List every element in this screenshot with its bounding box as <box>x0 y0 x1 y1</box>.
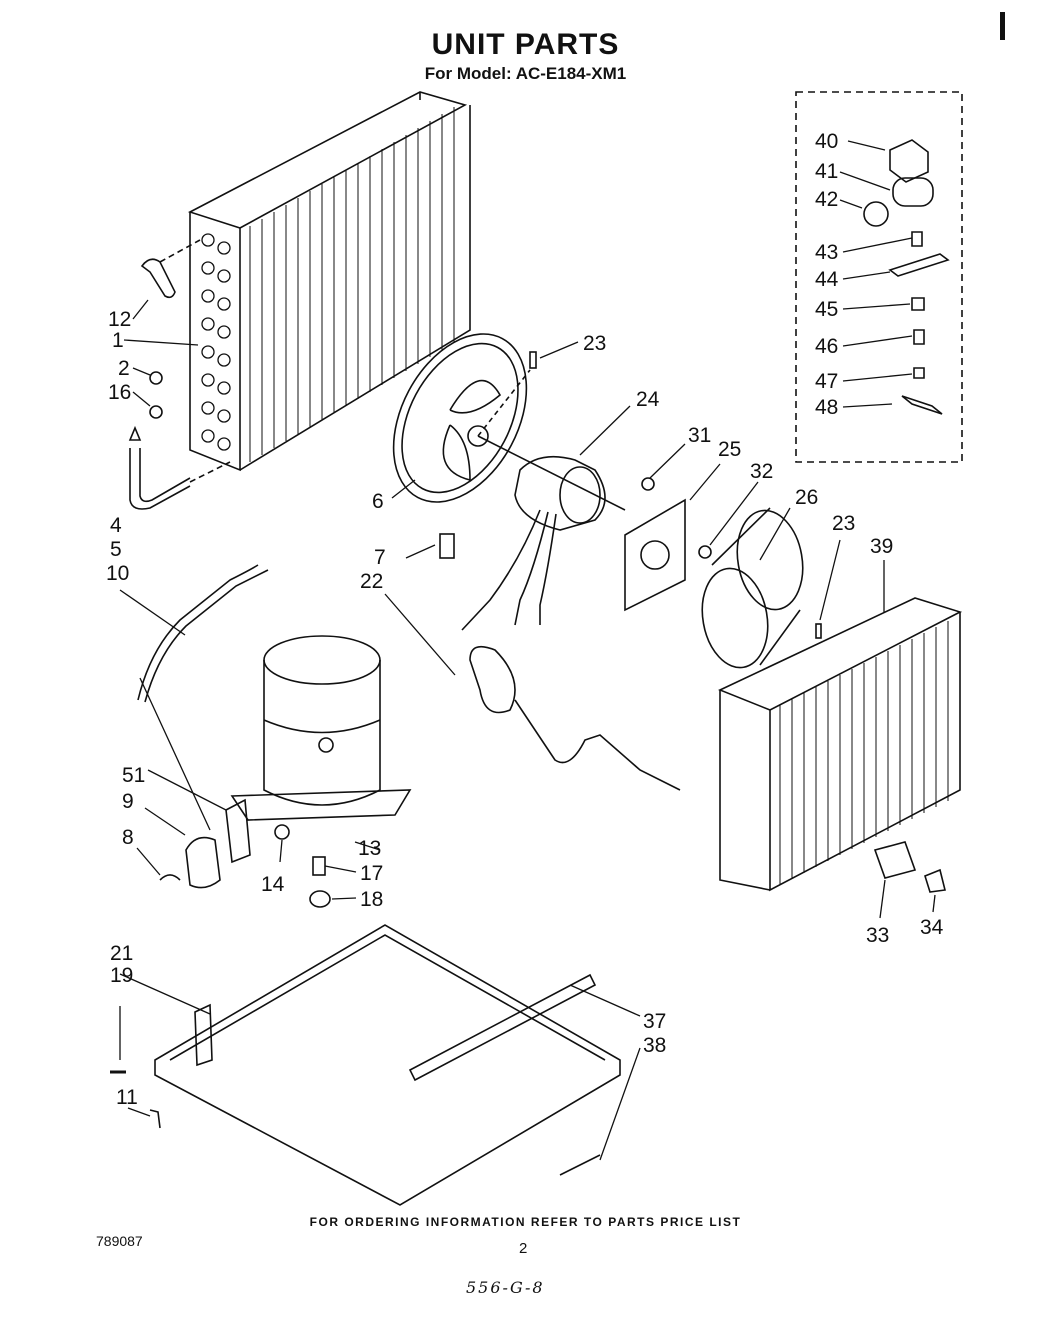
callout-9: 9 <box>122 790 134 813</box>
callout-17: 17 <box>360 862 383 885</box>
callout-7: 7 <box>374 546 386 569</box>
callout-6: 6 <box>372 490 384 513</box>
part-51-bracket <box>225 798 251 864</box>
part-12-tube <box>140 258 176 299</box>
callout-2: 2 <box>118 357 130 380</box>
part-23-set-screw <box>529 351 537 369</box>
part-16-clamp <box>149 405 163 419</box>
callout-39: 39 <box>870 535 893 558</box>
callout-37: 37 <box>643 1010 666 1033</box>
callout-18: 18 <box>360 888 383 911</box>
callout-22: 22 <box>360 570 383 593</box>
callout-43: 43 <box>815 241 838 264</box>
part-25-motor-mount <box>624 498 686 612</box>
part-14-nut <box>274 824 290 840</box>
callout-21: 21 <box>110 942 133 965</box>
part-9-terminal-cover <box>185 836 221 889</box>
callout-44: 44 <box>815 268 839 291</box>
part-43-screw <box>911 231 923 247</box>
callout-41: 41 <box>815 160 838 183</box>
motor-leads <box>461 509 541 631</box>
part-33-fastener <box>873 841 917 879</box>
callout-32: 32 <box>750 460 773 483</box>
part-4-valve <box>128 425 142 441</box>
part-42-cap <box>863 201 889 227</box>
part-40-clip <box>889 139 929 183</box>
part-22-tubing <box>469 645 516 714</box>
callout-25: 25 <box>718 438 741 461</box>
callout-33: 33 <box>866 924 889 947</box>
part-11-clip <box>149 1109 161 1129</box>
callout-48: 48 <box>815 396 838 419</box>
part-10-wire-harness <box>137 564 259 701</box>
callout-51: 51 <box>122 764 145 787</box>
callout-31: 31 <box>688 424 711 447</box>
part-2-clamp <box>149 371 163 385</box>
callout-8: 8 <box>122 826 134 849</box>
callout-12: 12 <box>108 308 131 331</box>
callout-19: 19 <box>110 964 133 987</box>
callout-10: 10 <box>106 562 129 585</box>
callout-47: 47 <box>815 370 838 393</box>
callout-34: 34 <box>920 916 944 939</box>
callout-45: 45 <box>815 298 838 321</box>
part-48-clip <box>901 395 943 415</box>
part-5-tube <box>129 448 191 510</box>
callout-4: 4 <box>110 514 122 537</box>
callout-1: 1 <box>112 329 124 352</box>
callout-46: 46 <box>815 335 838 358</box>
part-7-clip <box>439 533 455 559</box>
compressor <box>230 635 412 821</box>
callout-40: 40 <box>815 130 838 153</box>
part-8-clip <box>159 874 181 881</box>
page-title: UNIT PARTS <box>431 28 620 61</box>
ordering-info-note: FOR ORDERING INFORMATION REFER TO PARTS … <box>309 1215 742 1229</box>
callout-13: 13 <box>358 837 381 860</box>
callout-38: 38 <box>643 1034 666 1057</box>
model-subtitle: For Model: AC-E184-XM1 <box>424 64 627 83</box>
part-6-fan <box>392 333 528 503</box>
callout-24: 24 <box>636 388 660 411</box>
part-31-nut <box>641 477 655 491</box>
hardware-kit-box <box>795 91 963 463</box>
part-34-fastener <box>924 868 946 893</box>
callout-labels: 40 41 42 43 44 45 46 47 48 12 1 2 16 4 5… <box>106 130 944 1109</box>
part-32-nut <box>698 545 712 559</box>
callout-14: 14 <box>261 873 285 896</box>
page-number: 2 <box>519 1240 528 1257</box>
part-24-motor <box>477 435 626 531</box>
callout-26: 26 <box>795 486 818 509</box>
part-26-blower-wheel <box>701 507 804 669</box>
part-41-sleeve <box>892 177 934 207</box>
callout-42: 42 <box>815 188 838 211</box>
part-45-nut <box>911 297 925 311</box>
corner-mark <box>1000 12 1005 40</box>
part-21-base-pan <box>154 924 621 1206</box>
hardware-kit-group <box>795 91 963 463</box>
part-44-bracket <box>888 253 950 277</box>
handwritten-note: 556-G-8 <box>466 1278 545 1297</box>
part-39-evaporator-coil <box>717 597 963 892</box>
part-38-strip-end <box>559 1154 601 1176</box>
callout-23-blower: 23 <box>832 512 855 535</box>
part-18-grommet <box>309 890 331 908</box>
part-17-spacer <box>312 856 326 876</box>
document-code: 789087 <box>96 1233 143 1249</box>
leader-lines <box>119 140 936 1161</box>
callout-16: 16 <box>108 381 131 404</box>
part-37-strip <box>408 973 597 1082</box>
callout-23-fan: 23 <box>583 332 606 355</box>
part-23-screw-b <box>815 623 822 639</box>
part-46-screw <box>913 329 925 345</box>
callout-5: 5 <box>110 538 122 561</box>
part-47-washer <box>913 367 925 379</box>
callout-11: 11 <box>116 1086 138 1109</box>
condenser-coil <box>187 91 471 472</box>
